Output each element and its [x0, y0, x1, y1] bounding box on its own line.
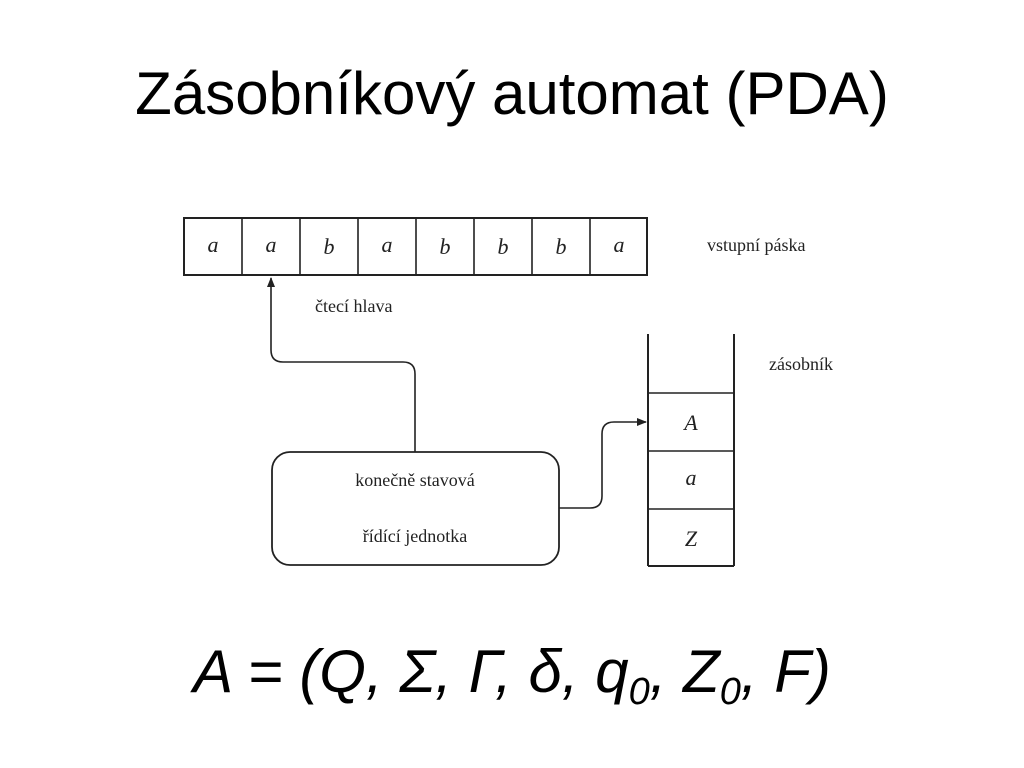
- control-unit-box: [271, 451, 560, 566]
- tape-cell-1: a: [208, 232, 219, 257]
- tape-cell-7: b: [556, 234, 567, 259]
- stack: A a Z: [647, 334, 735, 567]
- tape-cell-5: b: [440, 234, 451, 259]
- pda-definition-formula: A = (Q, Σ, Γ, δ, q0, Z0, F): [0, 632, 1024, 712]
- stack-label: zásobník: [769, 354, 833, 374]
- stack-cell-1: A: [682, 410, 698, 435]
- tape-cell-3: b: [324, 234, 335, 259]
- formula-sub-z: 0: [719, 671, 741, 713]
- tape-cell-4: a: [382, 232, 393, 257]
- stack-cell-3: Z: [685, 526, 698, 551]
- read-head-label: čtecí hlava: [315, 296, 392, 316]
- tape-cell-2: a: [266, 232, 277, 257]
- control-unit-line1: konečně stavová: [355, 470, 474, 490]
- slide-title: Zásobníkový automat (PDA): [135, 60, 889, 127]
- input-tape: a a b a b b b a: [183, 217, 648, 276]
- formula-middle: , Z: [649, 638, 720, 705]
- read-head-arrow: [267, 277, 416, 452]
- formula-suffix: , F): [740, 638, 831, 705]
- control-unit-line2: řídící jednotka: [363, 526, 467, 546]
- input-tape-label: vstupní páska: [707, 235, 806, 255]
- tape-cell-8: a: [614, 232, 625, 257]
- formula-prefix: A = (Q, Σ, Γ, δ, q: [193, 638, 629, 705]
- tape-cell-6: b: [498, 234, 509, 259]
- stack-cell-2: a: [686, 465, 697, 490]
- formula-sub-q: 0: [628, 671, 650, 713]
- stack-access-arrow: [559, 418, 647, 509]
